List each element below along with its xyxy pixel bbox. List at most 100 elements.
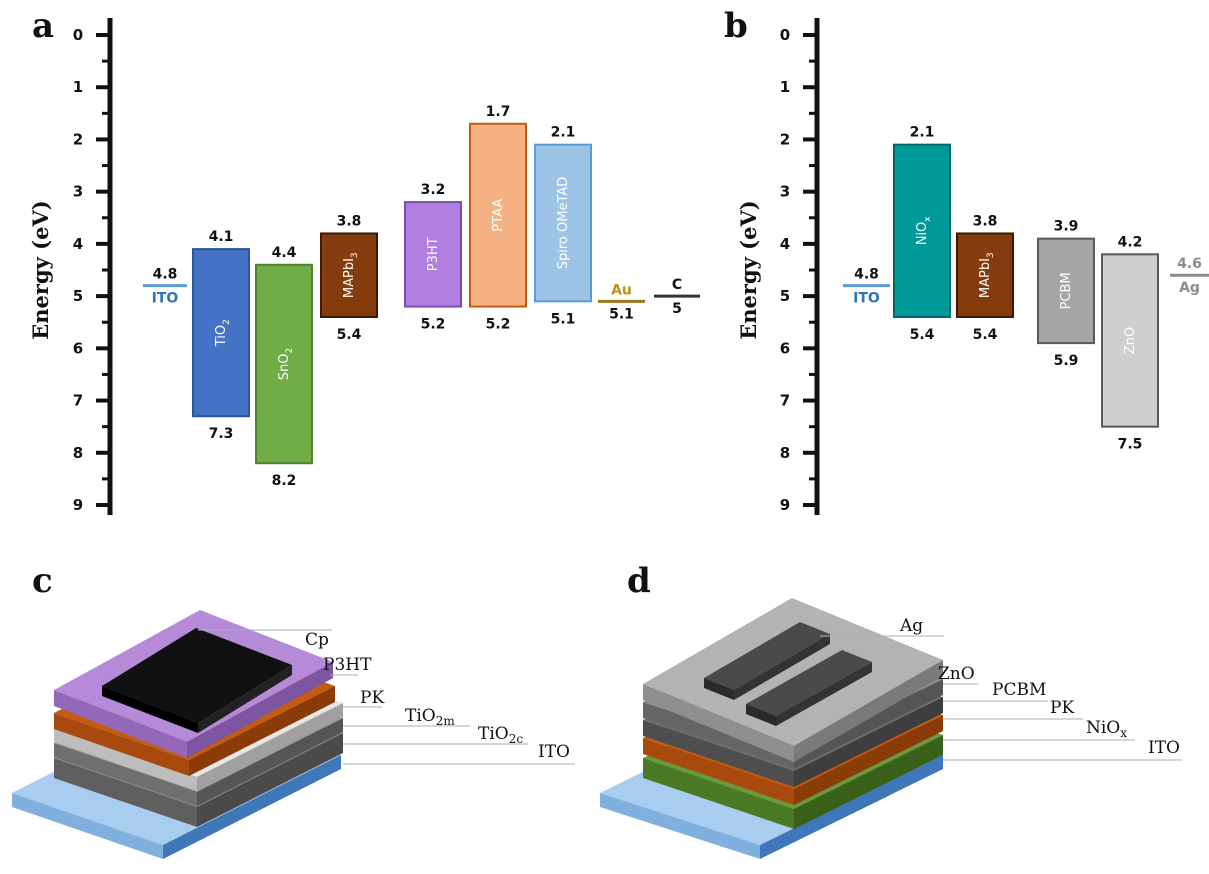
band-name-label: PTAA: [491, 199, 506, 232]
y-tick-label: 8: [73, 444, 83, 462]
y-axis-title: Energy (eV): [736, 200, 761, 339]
energy-diagram-a: 0 1 2 3 4 5 6 7 8 9 Energy (eV) 4.1 7.3 TiO2 4.4 8.2 SnO…: [28, 18, 700, 515]
band-bottom-value: 8.2: [272, 473, 297, 489]
layer-label-ag: Ag: [899, 616, 923, 636]
band-top-value: 4.2: [1118, 234, 1143, 250]
y-tick-label: 9: [73, 496, 83, 514]
layer-label-pcbm: PCBM: [992, 680, 1046, 700]
band-zno: [1101, 253, 1159, 428]
band-bottom-value: 5.4: [973, 327, 998, 343]
layer-label-pk: PK: [1050, 698, 1074, 718]
electrode-bottom-label: Ag: [1179, 280, 1200, 296]
y-tick-label: 3: [780, 183, 790, 201]
zno-layer: [643, 598, 943, 746]
band-name-label: Spiro OMeTAD: [556, 177, 571, 270]
panel-a-letter: a: [32, 6, 54, 46]
band-bottom-value: 5.4: [910, 327, 935, 343]
band-ptaa: [469, 122, 527, 308]
y-tick-label: 5: [73, 287, 83, 305]
y-tick-label: 9: [780, 496, 790, 514]
substrate-right: [163, 755, 341, 859]
layer-label-tio2c: TiO2c: [478, 724, 523, 746]
y-tick-label: 6: [780, 339, 790, 357]
band-name-label: SnO2: [277, 348, 295, 380]
band-bottom-value: 7.3: [209, 426, 234, 442]
band-mapbi3: [320, 232, 378, 318]
y-tick-label: 5: [780, 287, 790, 305]
layer-label-zno: ZnO: [938, 664, 975, 684]
band-p3ht: [404, 201, 462, 308]
band-sno2: [255, 263, 313, 465]
y-tick-label: 0: [73, 26, 83, 44]
band-top-value: 3.2: [421, 182, 446, 198]
band-name-label: MAPbI3: [342, 252, 360, 298]
electrode-top-label: 4.6: [1177, 256, 1202, 272]
y-tick-label: 4: [780, 235, 790, 253]
layer-label-tio2m: TiO2m: [405, 706, 455, 728]
y-tick-label: 7: [780, 392, 790, 410]
band-name-label: PCBM: [1059, 272, 1074, 309]
band-bottom-value: 7.5: [1118, 437, 1143, 453]
ag-electrode-2: [746, 650, 872, 716]
electrode-bottom-label: ITO: [152, 291, 179, 307]
device-stack-c: [12, 610, 343, 859]
panel-c-letter: c: [32, 561, 53, 601]
band-top-value: 2.1: [910, 125, 935, 141]
band-bottom-value: 5.2: [421, 317, 446, 333]
y-tick-label: 1: [73, 78, 83, 96]
electrode-top-label: 4.8: [854, 267, 879, 283]
band-niox: [893, 143, 951, 318]
y-tick-label: 2: [73, 130, 83, 148]
band-name-label: TiO2: [214, 319, 232, 347]
band-top-value: 3.8: [973, 213, 998, 229]
electrode-bottom-label: ITO: [853, 291, 880, 307]
y-tick-label: 3: [73, 183, 83, 201]
band-name-label: NiOx: [915, 216, 933, 246]
y-tick-label: 4: [73, 235, 83, 253]
y-tick-label: 8: [780, 444, 790, 462]
band-pcbm: [1037, 237, 1095, 345]
substrate-left: [12, 793, 163, 859]
ag-electrode-1: [704, 622, 830, 690]
panel-d-letter: d: [627, 561, 651, 601]
band-top-value: 4.1: [209, 229, 234, 245]
band-bottom-value: 5.4: [337, 327, 362, 343]
band-name-label: ZnO: [1123, 327, 1138, 354]
y-tick-label: 7: [73, 392, 83, 410]
band-name-label: P3HT: [426, 237, 441, 271]
electrode-top-label: C: [672, 277, 682, 293]
band-top-value: 4.4: [272, 245, 297, 261]
band-top-value: 3.9: [1054, 219, 1079, 235]
electrode-top-label: Au: [611, 282, 632, 298]
panel-b-letter: b: [724, 6, 748, 46]
band-name-label: MAPbI3: [978, 252, 996, 298]
layer-label-p3ht: P3HT: [323, 655, 372, 675]
y-axis-title: Energy (eV): [28, 200, 53, 339]
band-top-value: 1.7: [486, 104, 511, 120]
layer-label-niox: NiOx: [1086, 718, 1127, 740]
band-tio2: [192, 248, 250, 418]
band-spiro-ometad: [534, 143, 592, 303]
energy-diagram-b: 0 1 2 3 4 5 6 7 8 9 Energy (eV) 2.1 5.4 NiOx 3.8 5.4 MAP…: [736, 18, 1209, 515]
layer-label-ito: ITO: [1148, 738, 1180, 758]
y-tick-label: 6: [73, 339, 83, 357]
electrode-top-label: 4.8: [153, 267, 178, 283]
electrode-bottom-label: 5.1: [609, 306, 634, 322]
carbon-electrode: [102, 628, 292, 723]
layer-label-cp: Cp: [305, 630, 329, 650]
y-tick-label: 0: [780, 26, 790, 44]
band-bottom-value: 5.9: [1054, 353, 1079, 369]
band-top-value: 2.1: [551, 125, 576, 141]
band-top-value: 3.8: [337, 213, 362, 229]
layer-label-ito: ITO: [538, 742, 570, 762]
device-stack-d: [600, 598, 943, 859]
y-tick-label: 1: [780, 78, 790, 96]
y-tick-label: 2: [780, 130, 790, 148]
electrode-bottom-label: 5: [672, 301, 682, 317]
band-bottom-value: 5.1: [551, 311, 576, 327]
band-mapbi3: [956, 232, 1014, 318]
band-bottom-value: 5.2: [486, 317, 511, 333]
